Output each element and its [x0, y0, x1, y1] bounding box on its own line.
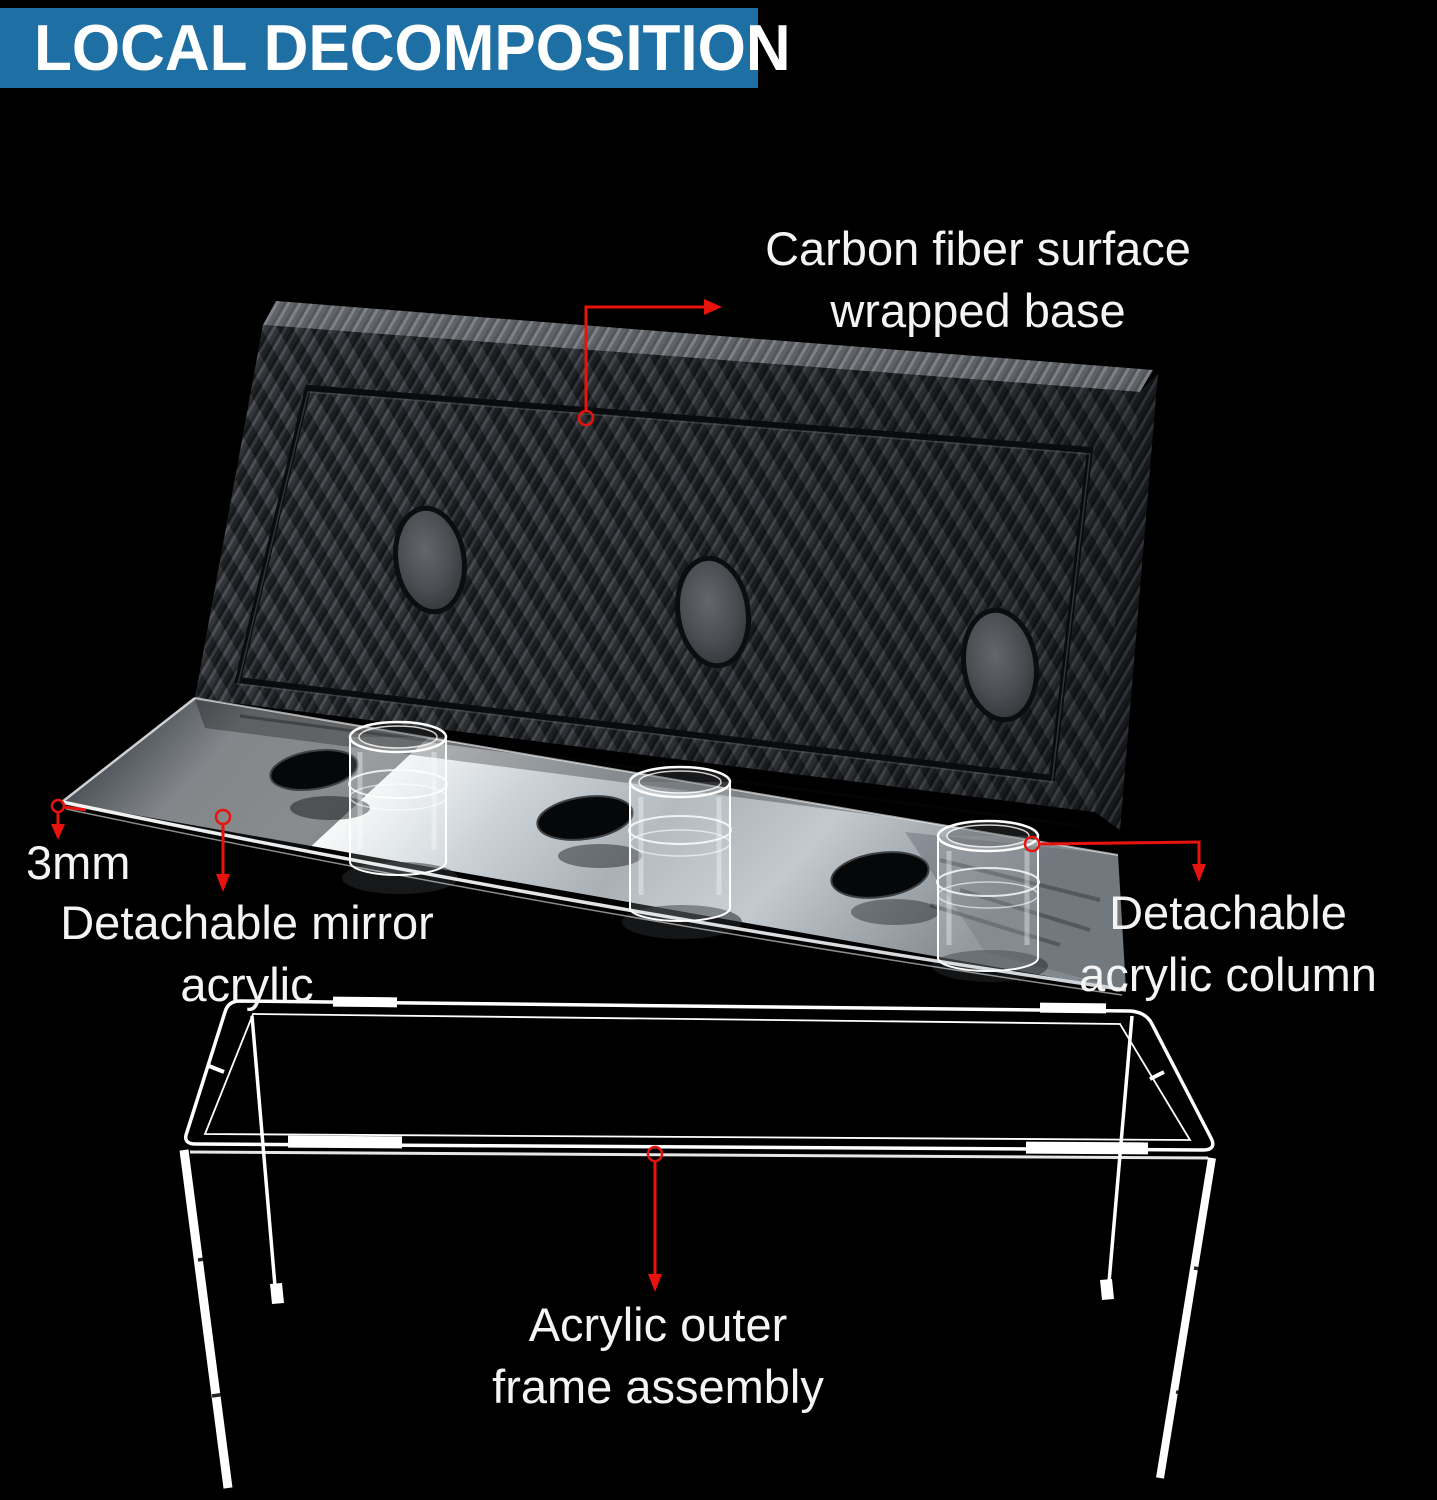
carbon-base-leader-arrow	[577, 299, 722, 427]
acrylic-column	[348, 720, 448, 876]
page-title: LOCAL DECOMPOSITION	[34, 12, 791, 84]
acrylic-column	[936, 819, 1040, 972]
base-hole	[961, 607, 1039, 723]
column-label: Detachable acrylic column	[1028, 882, 1428, 1006]
column-label-line2: acrylic column	[1079, 948, 1377, 1001]
base-holes	[393, 505, 1039, 723]
mirror-leader-arrow	[214, 808, 232, 892]
base-hole	[675, 555, 751, 669]
leader-arrows	[50, 299, 1206, 1292]
frame-label-line1: Acrylic outer	[528, 1298, 788, 1351]
frame-leader-arrow	[646, 1145, 664, 1292]
mirror-label-line2: acrylic	[180, 958, 314, 1011]
acrylic-outer-frame	[179, 996, 1216, 1489]
thickness-label: 3mm	[26, 836, 131, 889]
base-groove-border	[234, 384, 1094, 783]
frame-label: Acrylic outer frame assembly	[458, 1294, 858, 1418]
thickness-leader-arrow	[50, 798, 87, 840]
carbon-base-label: Carbon fiber surface wrapped base	[738, 218, 1218, 342]
acrylic-column	[628, 765, 732, 922]
frame-label-line2: frame assembly	[492, 1360, 824, 1413]
title-banner: LOCAL DECOMPOSITION	[0, 8, 791, 88]
mirror-hole	[536, 795, 634, 841]
mirror-label-line1: Detachable mirror	[60, 896, 434, 949]
mirror-label: Detachable mirror acrylic	[27, 892, 467, 1016]
carbon-base-label-line2: wrapped base	[830, 284, 1126, 337]
acrylic-columns	[348, 720, 1040, 972]
mirror-hole	[269, 749, 359, 791]
mirror-hole	[830, 851, 930, 899]
base-hole	[393, 505, 467, 615]
column-label-line1: Detachable	[1109, 886, 1347, 939]
frame-legs	[179, 1015, 1216, 1489]
frame-connector-tabs	[287, 996, 1149, 1155]
column-leader-arrow	[1023, 835, 1206, 882]
carbon-base-label-line1: Carbon fiber surface	[765, 222, 1191, 275]
